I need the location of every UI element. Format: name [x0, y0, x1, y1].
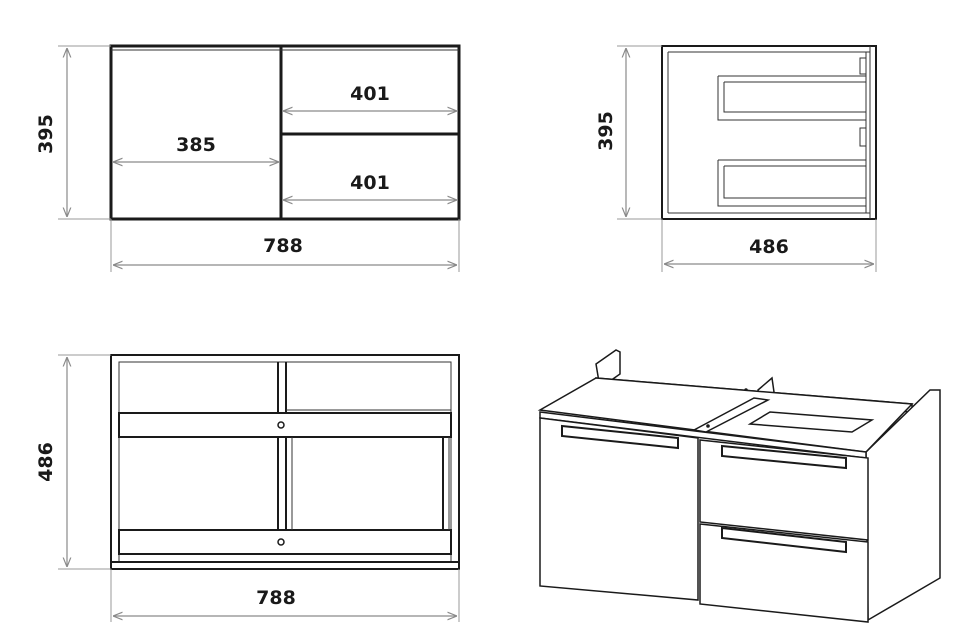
iso-upper-drawer [699, 439, 869, 541]
side-upper-drawer [717, 75, 866, 121]
rail-hole-front [277, 421, 285, 429]
top-depth-label: 486 [35, 442, 57, 482]
drawer-bottom-width-label: 401 [350, 172, 390, 194]
isometric-view [537, 349, 941, 623]
side-lower-drawer [717, 159, 866, 207]
door-width-label: 385 [176, 134, 216, 156]
side-outline [661, 45, 877, 220]
drawer-top-width-label: 401 [350, 83, 390, 105]
iso-middle-rail [691, 397, 771, 433]
top-rail-front [118, 412, 452, 438]
side-depth-label: 486 [749, 236, 789, 258]
front-width-label: 788 [263, 235, 303, 257]
iso-door [539, 417, 699, 601]
rail-hole-back [277, 538, 285, 546]
iso-drawer-opening [747, 411, 875, 433]
side-height-label: 395 [595, 111, 617, 151]
iso-upper-drawer-handle [721, 444, 847, 470]
iso-door-handle [561, 424, 679, 450]
iso-lower-drawer [699, 523, 869, 623]
front-height-label: 395 [35, 114, 57, 154]
side-view: 395 486 [595, 45, 877, 272]
iso-lower-drawer-handle [721, 526, 847, 554]
top-width-label: 788 [256, 587, 296, 609]
top-view: 486 788 [35, 354, 460, 622]
front-view: 385 401 401 395 788 [35, 44, 461, 272]
top-rail-back [118, 529, 452, 555]
top-outline [110, 354, 460, 570]
